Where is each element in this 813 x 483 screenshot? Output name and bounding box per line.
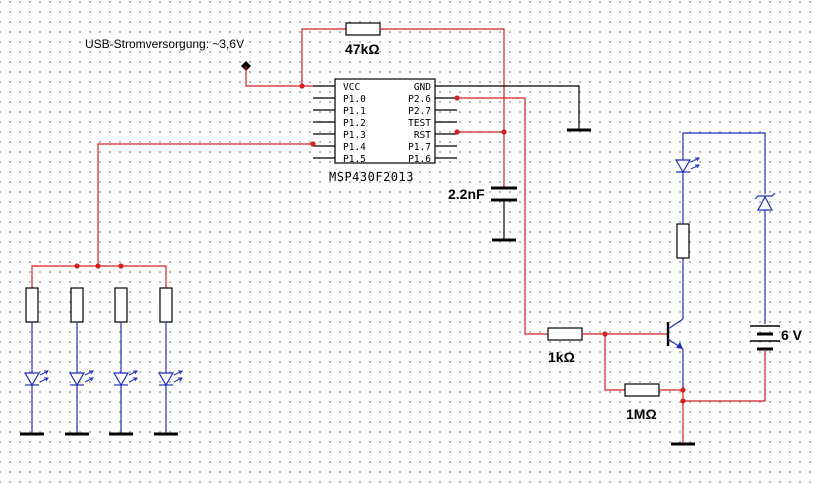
led-channel [63, 287, 94, 436]
capacitor-label: 2.2nF [448, 186, 485, 202]
pin-label: VCC [343, 82, 360, 93]
microcontroller-right-pin-labels: GND P2.6 P2.7 TEST RST P1.7 P1.6 [408, 82, 431, 165]
wire-p26 [457, 97, 548, 335]
led-channel [107, 287, 138, 436]
pin-label: P1.3 [343, 130, 366, 141]
pin-label: GND [414, 82, 431, 93]
pin-label: TEST [408, 118, 431, 129]
wire-led-top [682, 132, 766, 194]
led-channel [152, 287, 183, 436]
resistor-1m [624, 383, 660, 397]
wire-gnd-pin [457, 85, 580, 130]
wire-vcc [245, 66, 313, 87]
wire-battery-bottom [683, 349, 766, 402]
junction-vcc [299, 83, 305, 89]
wire-p14 [97, 143, 313, 266]
pin-label: P1.4 [343, 142, 366, 153]
pin-label: P1.2 [343, 118, 366, 129]
wire-1m-left [604, 334, 625, 391]
indicator-led [675, 157, 700, 173]
pin-label: P1.1 [343, 106, 366, 117]
pin-label: P2.7 [408, 106, 431, 117]
npn-transistor [666, 318, 684, 350]
supply-label-text: USB-Stromversorgung: ~3,6V [85, 37, 244, 51]
wire-47k-left [301, 28, 346, 86]
pin-label: P2.6 [408, 94, 431, 105]
zener-diode [754, 192, 776, 211]
resistor-47k [345, 22, 381, 36]
microcontroller-right-pins [435, 85, 457, 159]
led-bus [31, 265, 167, 288]
pin-label: P1.6 [408, 154, 431, 165]
pin-label: P1.7 [408, 142, 431, 153]
pin-label: P1.0 [343, 94, 366, 105]
microcontroller-name: MSP430F2013 [329, 170, 414, 184]
microcontroller-left-pin-labels: VCC P1.0 P1.1 P1.2 P1.3 P1.4 P1.5 [343, 82, 366, 165]
led-channel [18, 287, 49, 436]
battery [750, 325, 780, 351]
battery-label: 6 V [781, 327, 803, 343]
resistor-collector [676, 223, 690, 259]
pin-label: P1.5 [343, 154, 366, 165]
resistor-1k [547, 327, 583, 341]
microcontroller-left-pins [313, 85, 335, 159]
microcontroller-body [334, 78, 436, 164]
resistor-1m-label: 1MΩ [626, 406, 657, 422]
resistor-1k-label: 1kΩ [548, 349, 575, 365]
supply-label: USB-Stromversorgung: ~3,6V [85, 37, 244, 51]
resistor-47k-label: 47kΩ [345, 41, 380, 57]
pin-label: RST [414, 130, 431, 141]
